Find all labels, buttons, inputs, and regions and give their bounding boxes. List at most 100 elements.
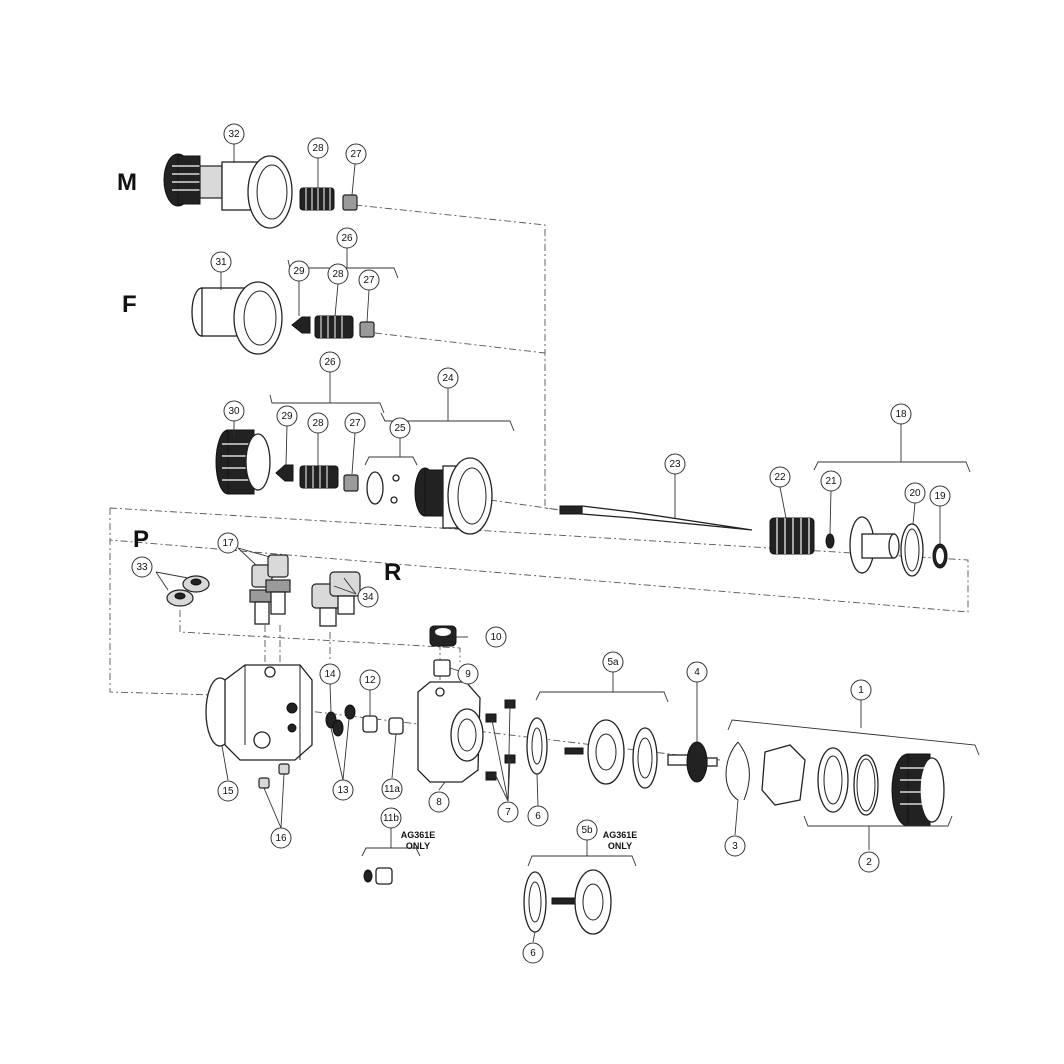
callout-part-25: 25 — [389, 417, 411, 439]
callout-number: 27 — [349, 418, 361, 429]
callout-number: 11a — [384, 784, 400, 795]
part-32-adapter-m — [163, 153, 293, 229]
callout-number: 15 — [222, 786, 234, 797]
callout-circle — [270, 827, 292, 849]
part-27-nut-m — [342, 194, 358, 211]
callout-number: 20 — [909, 488, 921, 499]
callout-circle — [319, 351, 341, 373]
part-7-bolts — [485, 699, 516, 781]
callout-circle — [131, 556, 153, 578]
callout-circle — [276, 405, 298, 427]
callout-number: 23 — [669, 459, 681, 470]
callout-circle — [380, 807, 402, 829]
note-11b-line1: AG361E — [401, 830, 436, 840]
callout-circle — [602, 651, 624, 673]
callout-part-15: 15 — [217, 780, 239, 802]
callout-circle — [929, 485, 951, 507]
part-5a-rotor — [564, 719, 658, 789]
callout-number: 7 — [505, 807, 511, 818]
part-9-insert — [433, 659, 451, 677]
callout-circle — [769, 466, 791, 488]
callout-circle — [344, 412, 366, 434]
part-29-valve — [275, 464, 294, 482]
callout-circle — [904, 482, 926, 504]
callout-number: 6 — [535, 811, 541, 822]
callout-number: 10 — [490, 632, 502, 643]
part-24-body — [414, 457, 493, 535]
callout-circle — [576, 819, 598, 841]
callout-circle — [686, 661, 708, 683]
part-1-cover — [761, 744, 945, 827]
callout-circle — [890, 403, 912, 425]
callout-number: 18 — [895, 409, 907, 420]
variant-label-f: F — [122, 291, 137, 318]
callout-circle — [332, 779, 354, 801]
callout-part-1: 1 — [850, 679, 872, 701]
callout-part-11a: 11a — [381, 778, 403, 800]
callout-number: 29 — [293, 266, 305, 277]
callout-circle — [358, 269, 380, 291]
callout-circle — [357, 586, 379, 608]
callout-part-27c: 27 — [344, 412, 366, 434]
part-17-fittings — [249, 554, 291, 625]
part-8-block — [417, 681, 484, 783]
callout-part-19: 19 — [929, 485, 951, 507]
callout-circle — [210, 251, 232, 273]
callout-circle — [527, 805, 549, 827]
part-3-clip — [725, 741, 750, 801]
callout-part-5a: 5a — [602, 651, 624, 673]
callout-number: 8 — [436, 797, 442, 808]
note-5b-ag361e-only: AG361E ONLY — [603, 830, 638, 851]
callout-part-2: 2 — [858, 851, 880, 873]
callout-number: 32 — [228, 129, 240, 140]
part-28-spring — [299, 465, 339, 489]
callout-number: 21 — [825, 476, 837, 487]
part-25-o-rings — [366, 471, 400, 505]
callout-part-27a: 27 — [345, 143, 367, 165]
part-15-housing — [205, 664, 313, 761]
callout-number: 27 — [363, 275, 375, 286]
callout-part-22: 22 — [769, 466, 791, 488]
callout-number: 16 — [275, 833, 287, 844]
callout-circle — [664, 453, 686, 475]
part-23-needle — [559, 505, 753, 531]
part-27-nut-f — [359, 321, 375, 338]
callout-circle — [485, 626, 507, 648]
part-5b-rotor — [523, 869, 612, 935]
callout-number: 28 — [312, 143, 324, 154]
part-30-cap — [215, 429, 271, 495]
callout-circle — [307, 137, 329, 159]
variant-m-assembly: M — [117, 153, 358, 229]
callout-circle — [307, 412, 329, 434]
callout-part-5b: 5b — [576, 819, 598, 841]
callout-number: 2 — [866, 857, 872, 868]
callout-number: 33 — [136, 562, 148, 573]
callout-part-33: 33 — [131, 556, 153, 578]
part-14-13-seals — [325, 704, 356, 737]
callout-part-29a: 29 — [288, 260, 310, 282]
callout-number: 34 — [362, 592, 374, 603]
callout-part-21: 21 — [820, 470, 842, 492]
callout-part-29b: 29 — [276, 405, 298, 427]
part-31-adapter-f — [191, 281, 283, 355]
callout-circle — [858, 851, 880, 873]
callout-part-32: 32 — [223, 123, 245, 145]
callout-circle — [336, 227, 358, 249]
callout-part-6b: 6 — [522, 942, 544, 964]
part-29-valve-f — [291, 316, 311, 334]
callout-part-4: 4 — [686, 661, 708, 683]
callout-part-6a: 6 — [527, 805, 549, 827]
callout-circle — [217, 532, 239, 554]
part-19-ring — [932, 543, 948, 569]
callout-circle — [345, 143, 367, 165]
part-20-ring — [900, 523, 924, 577]
callout-part-16: 16 — [270, 827, 292, 849]
callout-number: 4 — [694, 667, 700, 678]
callout-part-9: 9 — [457, 663, 479, 685]
callout-circle — [381, 778, 403, 800]
callout-part-8: 8 — [428, 791, 450, 813]
part-33-plugs — [166, 575, 210, 607]
variant-std-assembly — [215, 429, 493, 535]
callout-circle — [437, 367, 459, 389]
part-21-seal — [825, 533, 835, 549]
